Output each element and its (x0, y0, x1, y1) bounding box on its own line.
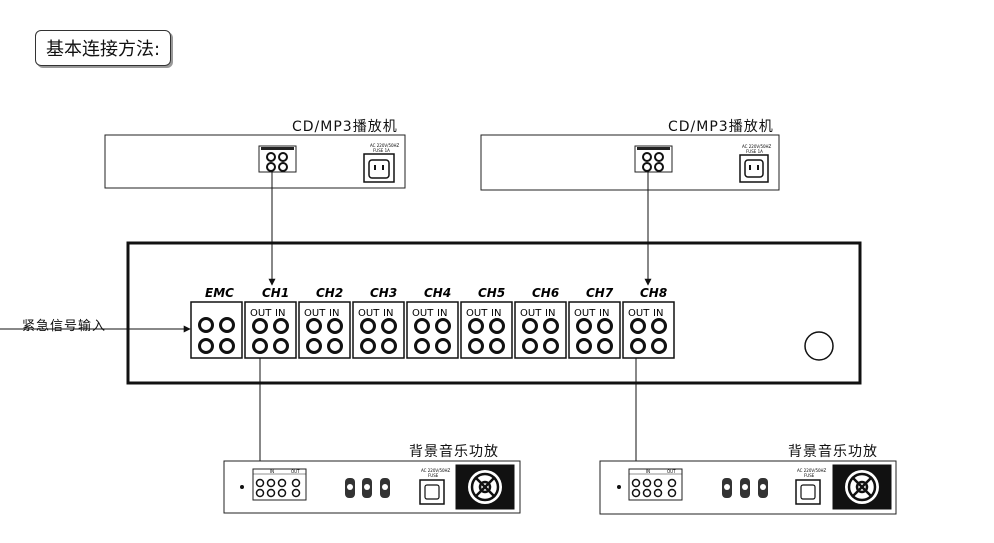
channel-label: CH2 (316, 286, 343, 300)
amp-out-label: OUT (291, 469, 300, 474)
out-label: OUT (250, 308, 272, 319)
source-device-2: AC 220V/50HZ FUSE 1A (480, 134, 780, 191)
channel-block-ch2: CH2 OUT IN (298, 286, 351, 359)
amp-in-label: IN (646, 469, 650, 474)
channel-label: CH8 (640, 286, 667, 300)
power-rating-text: AC 220V/50HZ (742, 144, 772, 149)
amp-out-label: OUT (667, 469, 676, 474)
power-socket: AC 220V/50HZ FUSE 1A (739, 144, 772, 183)
in-label: IN (329, 308, 339, 319)
rca-jack-block (634, 145, 673, 173)
source-2-label: CD/MP3播放机 (668, 119, 774, 135)
channel-block-ch4: CH4 OUT IN (406, 286, 459, 359)
channel-label: CH3 (370, 286, 397, 300)
amplifier-1: IN OUT AC 220V/50HZ FUSE (223, 460, 521, 514)
amp-in-label: IN (270, 469, 274, 474)
in-label: IN (437, 308, 447, 319)
channel-label: CH7 (586, 286, 614, 300)
page-title: 基本连接方法: (35, 30, 172, 66)
amplifier-2: IN OUT AC 220V/50HZ FUSE (599, 460, 897, 515)
amp-fuse-label: FUSE (428, 473, 439, 478)
emc-label: EMC (205, 286, 234, 300)
amp-power-rating: AC 220V/50HZ (421, 468, 451, 473)
fan-icon (455, 464, 515, 510)
channel-block-ch6: CH6 OUT IN (514, 286, 567, 359)
in-label: IN (275, 308, 285, 319)
in-label: IN (653, 308, 663, 319)
out-label: OUT (412, 308, 434, 319)
source-device-1: AC 220V/50HZ FUSE 1A (104, 134, 406, 189)
out-label: OUT (520, 308, 542, 319)
channel-block-ch7: CH7 OUT IN (568, 286, 621, 359)
amp-power-rating: AC 220V/50HZ (797, 468, 827, 473)
channel-label: CH6 (532, 286, 559, 300)
power-rating-text: AC 220V/50HZ (370, 143, 400, 148)
channel-block-ch8: CH8 OUT IN (622, 286, 675, 359)
channel-label: CH4 (424, 286, 451, 300)
fuse-text: FUSE 1A (373, 148, 390, 153)
out-label: OUT (574, 308, 596, 319)
in-label: IN (599, 308, 609, 319)
emc-block: EMC (190, 286, 243, 359)
out-label: OUT (358, 308, 380, 319)
channel-label: CH1 (262, 286, 289, 300)
in-label: IN (545, 308, 555, 319)
page-title-text: 基本连接方法: (46, 39, 161, 60)
out-label: OUT (628, 308, 650, 319)
channel-label: CH5 (478, 286, 505, 300)
fan-icon (832, 464, 892, 510)
knob-icon (804, 331, 834, 361)
emergency-input-label: 紧急信号输入 (22, 319, 107, 334)
out-label: OUT (304, 308, 326, 319)
amp-1-label: 背景音乐功放 (409, 444, 499, 460)
rca-jack-block (258, 145, 297, 173)
channel-block-ch1: CH1 OUT IN (244, 286, 297, 359)
channel-block-ch5: CH5 OUT IN (460, 286, 513, 359)
in-label: IN (383, 308, 393, 319)
out-label: OUT (466, 308, 488, 319)
in-label: IN (491, 308, 501, 319)
power-socket: AC 220V/50HZ FUSE 1A (363, 143, 400, 183)
amp-2-label: 背景音乐功放 (788, 444, 878, 460)
amp-fuse-label: FUSE (804, 473, 815, 478)
source-1-label: CD/MP3播放机 (292, 119, 398, 135)
fuse-text: FUSE 1A (746, 149, 763, 154)
channel-block-ch3: CH3 OUT IN (352, 286, 405, 359)
